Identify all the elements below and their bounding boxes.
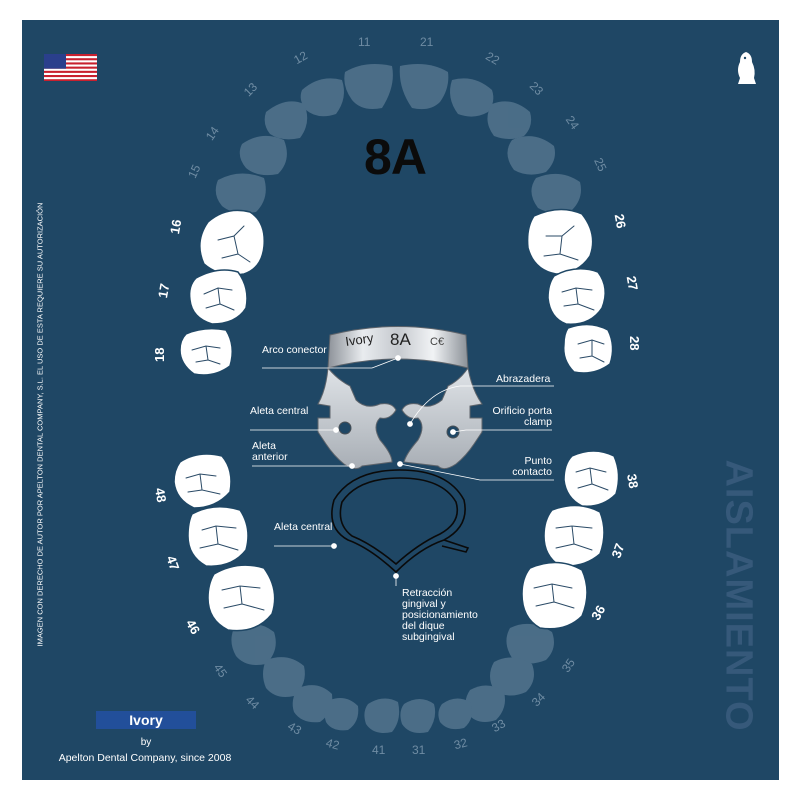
- num-17: 17: [155, 282, 172, 299]
- tooth-32: [438, 698, 472, 730]
- num-15: 15: [185, 162, 203, 180]
- num-14: 14: [203, 124, 222, 143]
- faded-upper-teeth: [215, 64, 581, 214]
- tooth-42: [324, 698, 359, 731]
- num-42: 42: [324, 736, 341, 753]
- tooth-17: [188, 269, 248, 325]
- num-34: 34: [529, 690, 549, 710]
- num-11: 11: [358, 35, 371, 49]
- num-21: 21: [420, 35, 434, 49]
- label-retraccion-gingival: Retracción gingival y posicionamiento de…: [402, 587, 478, 643]
- tooth-43: [292, 685, 333, 723]
- tooth-21: [399, 64, 449, 110]
- num-36: 36: [588, 603, 608, 623]
- tooth-31: [400, 699, 436, 733]
- num-35: 35: [559, 656, 578, 675]
- tooth-14: [239, 135, 287, 176]
- label-aleta-central-top: Aleta central: [250, 405, 309, 417]
- num-37: 37: [608, 541, 627, 560]
- active-molars: [173, 208, 620, 632]
- clamp-ce-mark: C€: [430, 336, 444, 348]
- tooth-34: [490, 657, 534, 696]
- num-22: 22: [483, 49, 502, 68]
- clamp-right-jaw: [401, 366, 483, 470]
- num-28: 28: [627, 336, 642, 350]
- tooth-23: [487, 101, 532, 139]
- tooth-24: [507, 136, 555, 175]
- tooth-25: [531, 173, 581, 213]
- tooth-33: [465, 685, 505, 722]
- num-18: 18: [152, 348, 167, 362]
- watermark-aislamiento: AISLAMIENTO: [717, 459, 760, 732]
- num-26: 26: [612, 213, 629, 230]
- clamp-brand-engraving: Ivory: [344, 330, 374, 349]
- brand-logo: Ivory: [96, 711, 196, 729]
- tooth-fissures: [185, 225, 609, 611]
- tooth-15: [215, 173, 266, 214]
- label-aleta-anterior: Aleta anterior: [252, 440, 288, 463]
- tooth-44: [263, 657, 305, 697]
- background-panel: [22, 20, 779, 780]
- tooth-45: [231, 623, 276, 665]
- num-12: 12: [291, 48, 310, 67]
- clamp-hole-left: [338, 421, 352, 435]
- clamp-title: 8A: [364, 129, 427, 185]
- clamp-cross-section: [331, 469, 470, 574]
- num-47: 47: [163, 554, 182, 573]
- leader-lines: [250, 355, 554, 586]
- label-orificio-porta-clamp: Orificio porta clamp: [492, 405, 552, 428]
- num-24: 24: [563, 113, 582, 132]
- num-32: 32: [452, 735, 469, 752]
- tooth-28: [562, 323, 614, 374]
- tooth-numbers-active: 16 17 18 26 27 28 48 47 46 38 37 36: [152, 213, 642, 637]
- num-13: 13: [241, 80, 261, 100]
- tooth-37: [543, 504, 605, 567]
- clamp-8a: Ivory 8A C€: [317, 326, 483, 470]
- tooth-22: [450, 78, 494, 117]
- tooth-16: [199, 209, 265, 276]
- tooth-35: [506, 623, 554, 664]
- us-flag-icon: [44, 54, 97, 81]
- label-punto-contacto: Punto contacto: [512, 455, 552, 478]
- tooth-41: [364, 698, 400, 733]
- tooth-47: [187, 506, 249, 567]
- num-48: 48: [152, 487, 169, 504]
- label-arco-conector: Arco conector: [262, 344, 327, 356]
- num-23: 23: [527, 79, 547, 99]
- num-45: 45: [211, 661, 230, 680]
- brand-company: Apelton Dental Company, since 2008: [58, 752, 232, 764]
- num-41: 41: [372, 743, 386, 757]
- clamp-left-jaw: [317, 366, 397, 470]
- brand-by: by: [140, 737, 152, 748]
- tooth-18: [179, 327, 233, 376]
- tooth-26: [526, 208, 594, 275]
- num-33: 33: [489, 716, 508, 735]
- copyright-notice: IMAGEN CON DERECHO DE AUTOR POR APELTON …: [35, 202, 45, 647]
- num-16: 16: [167, 218, 184, 235]
- tooth-13: [264, 101, 308, 140]
- tooth-36: [521, 561, 588, 630]
- tooth-48: [173, 453, 232, 509]
- tooth-11: [344, 64, 393, 109]
- clamp-size-engraving: 8A: [390, 330, 411, 349]
- tooth-12: [300, 78, 344, 117]
- num-46: 46: [183, 617, 203, 637]
- num-27: 27: [624, 275, 641, 292]
- label-aleta-central-bottom: Aleta central: [274, 521, 333, 533]
- num-44: 44: [243, 693, 263, 713]
- num-31: 31: [412, 743, 426, 757]
- faded-lower-teeth: [231, 623, 554, 733]
- num-38: 38: [624, 473, 641, 490]
- label-abrazadera: Abrazadera: [496, 373, 551, 385]
- num-25: 25: [591, 156, 609, 174]
- penguin-logo-icon: [738, 52, 756, 84]
- num-43: 43: [285, 719, 304, 738]
